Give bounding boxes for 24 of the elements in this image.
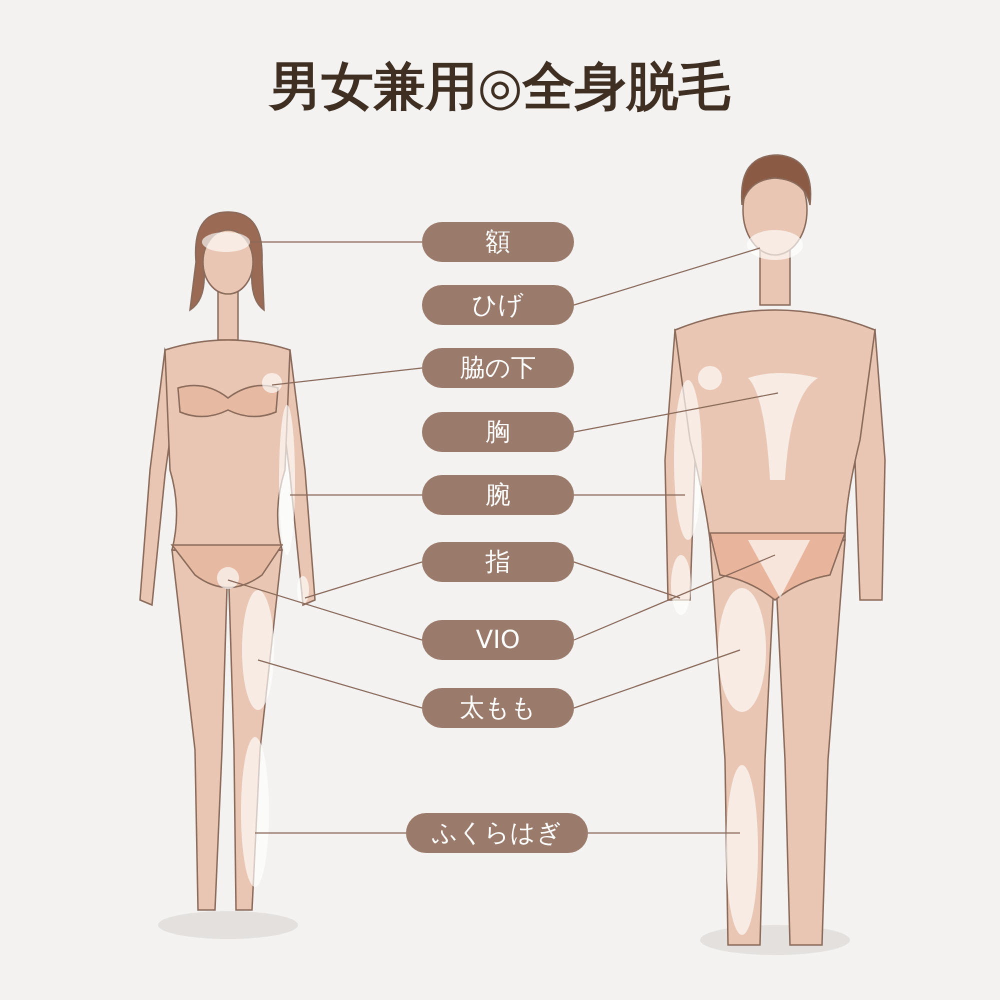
body-part-label: ひげ (422, 285, 574, 325)
leader-line (258, 659, 422, 709)
leader-line (250, 241, 422, 243)
body-part-label: VIO (422, 620, 574, 660)
leader-line (304, 561, 422, 599)
leader-line (272, 367, 422, 386)
body-part-label: ふくらはぎ (406, 813, 588, 853)
leader-line (574, 561, 680, 599)
page-title: 男女兼用◎全身脱毛 (268, 55, 732, 119)
leader-line (574, 392, 778, 433)
leader-line (588, 832, 740, 834)
leader-line (228, 579, 422, 641)
leader-line (574, 247, 760, 306)
leader-line (574, 494, 685, 496)
body-part-label: 指 (422, 542, 574, 582)
leader-line (290, 494, 422, 496)
body-part-label: 額 (422, 222, 574, 262)
body-part-label: 腕 (422, 475, 574, 515)
body-part-label: 脇の下 (422, 348, 574, 388)
leader-line (574, 649, 740, 709)
body-part-label: 胸 (422, 412, 574, 452)
body-part-label: 太もも (422, 688, 574, 728)
leader-line (255, 832, 406, 834)
leader-line (574, 554, 776, 641)
